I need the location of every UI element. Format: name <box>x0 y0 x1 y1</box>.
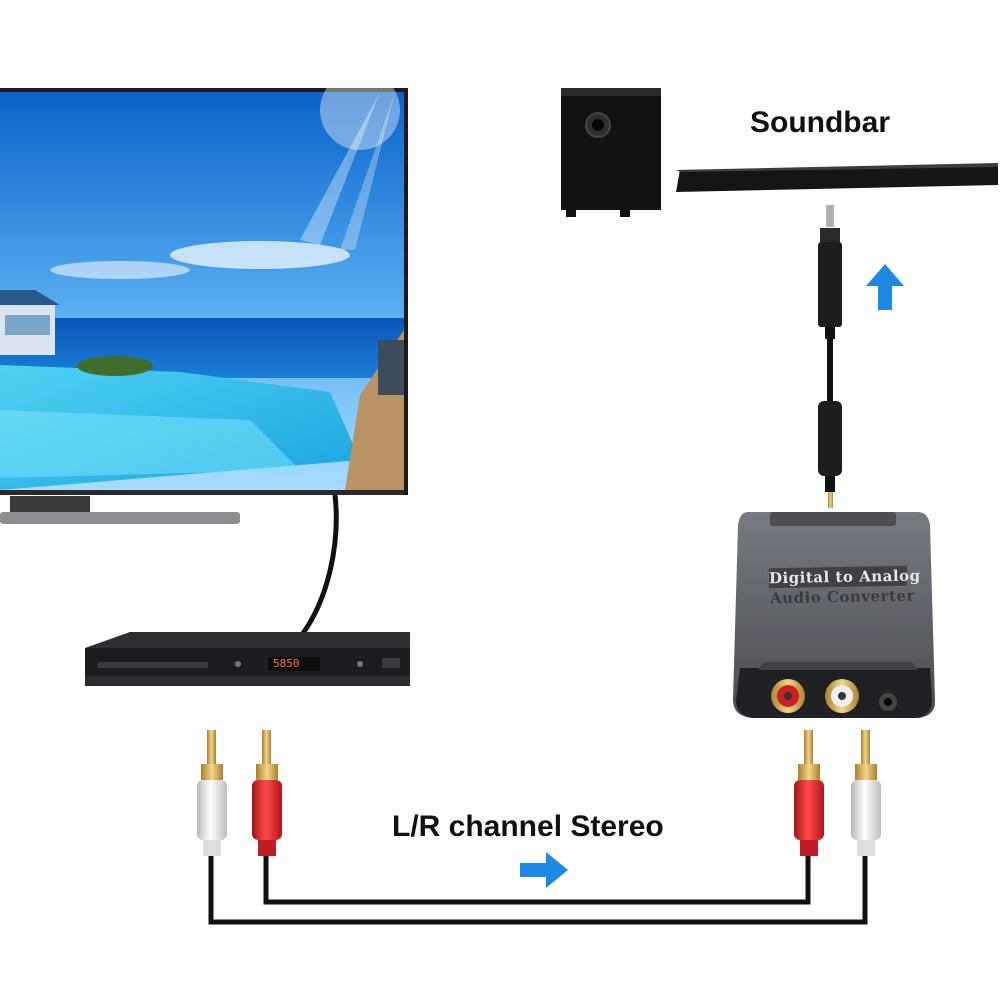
hdmi-cable <box>296 494 339 642</box>
rca-plug-red-right <box>794 730 824 856</box>
television <box>0 70 408 524</box>
converter-title-line1: Digital to Analog <box>767 564 921 590</box>
stereo-label: L/R channel Stereo <box>392 810 664 843</box>
rca-jack-white <box>825 679 859 713</box>
soundbar-label: Soundbar <box>750 106 890 139</box>
subwoofer <box>561 88 661 217</box>
rca-jack-red <box>771 679 805 713</box>
dvd-player <box>85 632 410 686</box>
dac-converter <box>733 512 936 718</box>
arrow-up-icon <box>866 264 904 310</box>
headphone-jack <box>879 693 897 711</box>
converter-title-line2: Audio Converter <box>769 586 915 608</box>
rca-plug-red-left <box>252 730 282 856</box>
optical-cable <box>818 205 842 508</box>
tv-screen-image <box>0 70 404 490</box>
rca-cable <box>208 855 868 925</box>
rca-plug-white-left <box>197 730 227 856</box>
soundbar <box>676 163 998 192</box>
arrow-right-icon <box>520 852 568 888</box>
dvd-display: 5850 <box>273 657 300 670</box>
rca-plug-white-right <box>851 730 881 856</box>
